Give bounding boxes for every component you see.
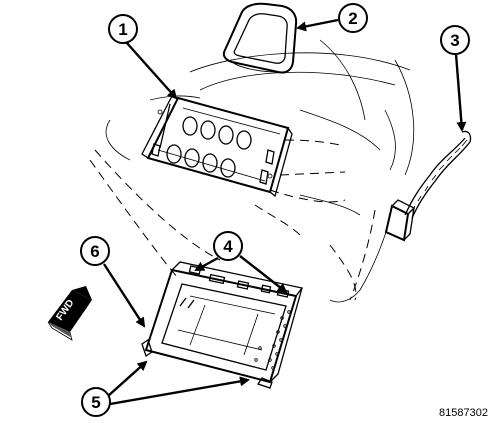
callout-number: 3 (450, 31, 459, 50)
module-unit (141, 261, 304, 389)
callout-number: 6 (90, 242, 99, 261)
callout-number: 2 (348, 9, 357, 28)
callout-6: 6 (80, 236, 110, 266)
callout-number: 4 (223, 237, 233, 256)
alignment-lines (89, 139, 376, 301)
callout-3: 3 (440, 25, 470, 55)
leader-arrows (102, 18, 467, 406)
document-id: 81587302 (439, 407, 488, 419)
callout-2: 2 (338, 3, 368, 33)
callout-number: 5 (91, 393, 100, 412)
callout-1: 1 (108, 14, 138, 44)
mounting-bracket (141, 95, 293, 198)
callout-number: 1 (118, 20, 127, 39)
vent-holes (254, 310, 291, 370)
callout-4: 4 (213, 231, 243, 261)
trim-bezel (222, 2, 298, 74)
callout-5: 5 (81, 387, 111, 417)
wire-harness (404, 130, 472, 219)
forward-direction-arrow: FWD (47, 286, 92, 341)
harness-connector (329, 199, 416, 303)
